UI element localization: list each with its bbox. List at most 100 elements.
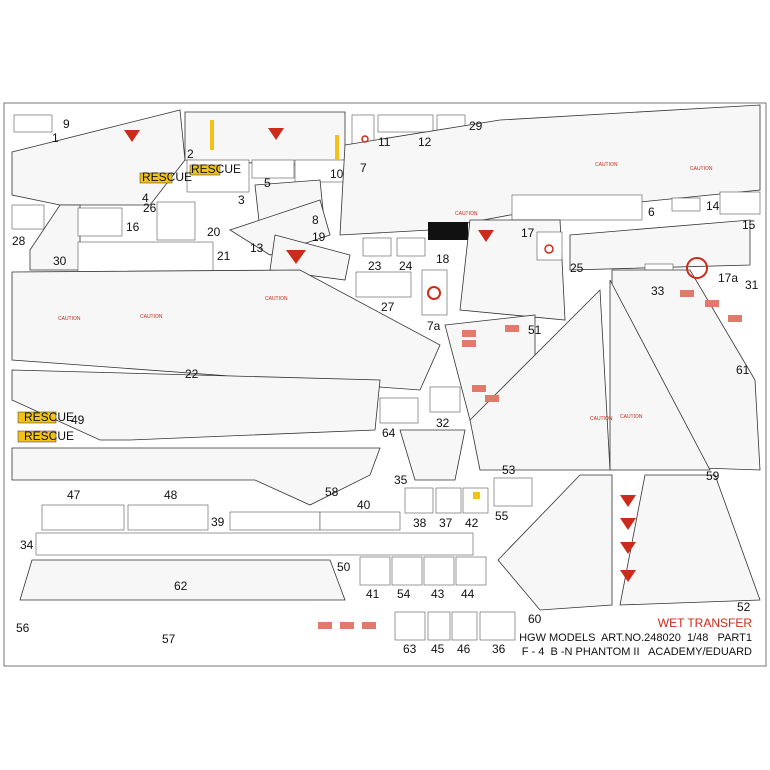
part-number-35: 35: [394, 473, 408, 487]
decal-piece-41: [359, 556, 391, 586]
caution-label: CAUTION: [595, 162, 618, 168]
part-number-7a: 7a: [427, 319, 441, 333]
part-number-31: 31: [745, 278, 759, 292]
part-number-30: 30: [53, 254, 67, 268]
part-number-42: 42: [465, 516, 479, 530]
decal-piece-40: [319, 511, 401, 531]
decal-piece-13: [229, 199, 331, 256]
part-number-46: 46: [457, 642, 471, 656]
part-number-13: 13: [250, 241, 264, 255]
rescue-badge: [17, 430, 57, 443]
part-number-48: 48: [164, 488, 178, 502]
decal-piece-58: [11, 447, 381, 506]
decal-piece-23: [362, 237, 392, 257]
decal-piece-47: [41, 504, 125, 531]
decal-piece-54: [391, 556, 423, 586]
decal-piece-30: [29, 204, 81, 271]
part-number-10: 10: [330, 167, 344, 181]
part-number-36: 36: [492, 642, 506, 656]
part-number-17: 17: [521, 226, 535, 240]
part-number-9: 9: [63, 117, 70, 131]
part-number-56: 56: [16, 621, 30, 635]
part-number-39: 39: [211, 515, 225, 529]
part-number-1: 1: [52, 131, 59, 145]
part-number-8: 8: [312, 213, 319, 227]
decal-piece-35: [399, 429, 466, 481]
decal-piece-49: [11, 369, 381, 441]
caution-label: CAUTION: [58, 316, 81, 322]
sheet-subject-line: F - 4 B -N PHANTOM II ACADEMY/EDUARD: [521, 646, 752, 658]
part-number-43: 43: [431, 587, 445, 601]
part-number-33: 33: [651, 284, 665, 298]
part-number-45: 45: [431, 642, 445, 656]
caution-label: CAUTION: [140, 314, 163, 320]
part-number-38: 38: [413, 516, 427, 530]
part-number-18: 18: [436, 252, 450, 266]
caution-label: CAUTION: [590, 416, 613, 422]
part-number-12: 12: [418, 135, 432, 149]
part-number-59: 59: [706, 469, 720, 483]
decal-piece-44: [455, 556, 487, 586]
decal-piece-6: [511, 194, 643, 221]
decal-piece-3: [186, 159, 250, 193]
decal-piece-14: [671, 197, 701, 212]
part-number-14: 14: [706, 199, 720, 213]
part-number-37: 37: [439, 516, 453, 530]
decal-piece-60: [497, 474, 613, 611]
part-number-54: 54: [397, 587, 411, 601]
part-number-3: 3: [238, 193, 245, 207]
decal-piece-22: [11, 269, 441, 391]
caution-label: CAUTION: [620, 414, 643, 420]
part-number-24: 24: [399, 259, 413, 273]
decal-piece-55: [493, 477, 533, 507]
decal-piece-27: [355, 271, 412, 298]
part-number-47: 47: [67, 488, 81, 502]
decal-piece-48: [127, 504, 209, 531]
decal-piece-9: [13, 114, 53, 133]
part-number-2: 2: [187, 147, 194, 161]
part-number-28: 28: [12, 234, 26, 248]
decal-piece-7a: [421, 269, 448, 316]
decal-piece-39: [229, 511, 321, 531]
part-number-16: 16: [126, 220, 140, 234]
red-ring-icon: [427, 286, 441, 300]
decal-piece-42: [462, 487, 489, 514]
decal-piece-24: [396, 237, 426, 257]
decal-piece-50: [19, 559, 346, 601]
decal-piece-19: [269, 234, 351, 281]
sheet-product-line: HGW MODELS ART.NO.248020 1/48 PART1: [519, 632, 752, 644]
part-number-11: 11: [378, 135, 391, 149]
decal-piece-15: [719, 191, 761, 215]
decal-piece-18: [428, 222, 468, 240]
decal-piece-12: [377, 114, 434, 133]
rescue-badge-label: RESCUE: [191, 162, 241, 176]
part-number-60: 60: [528, 612, 542, 626]
part-number-29: 29: [469, 119, 483, 133]
rescue-badge: [189, 164, 221, 176]
part-number-58: 58: [325, 485, 339, 499]
danger-triangle-icon: [478, 230, 494, 242]
part-number-labels: 1 2 3 4 5 6 7 7a 8 9 10 11 12 13 14 15 1…: [12, 117, 759, 656]
rescue-badge-group: RESCUE RESCUE RESCUE RESCUE: [17, 162, 241, 443]
part-number-20: 20: [207, 225, 221, 239]
part-number-34: 34: [20, 538, 34, 552]
danger-triangle-icon: [268, 128, 284, 140]
part-number-51: 51: [528, 323, 542, 337]
part-number-6: 6: [648, 205, 655, 219]
part-number-61: 61: [736, 363, 750, 377]
decal-piece-28: [11, 204, 45, 230]
decal-piece-52: [619, 474, 761, 606]
decal-piece-63: [394, 611, 426, 641]
part-number-27: 27: [381, 300, 395, 314]
decal-piece-36: [479, 611, 516, 641]
danger-triangle-icon: [286, 250, 306, 264]
red-ring-icon: [361, 135, 369, 143]
part-number-44: 44: [461, 587, 475, 601]
decal-piece-25: [536, 231, 563, 261]
part-number-17a: 17a: [718, 271, 738, 285]
part-number-19: 19: [312, 230, 326, 244]
part-number-55: 55: [495, 509, 509, 523]
sheet-title: WET TRANSFER: [657, 616, 752, 630]
part-number-5: 5: [264, 176, 271, 190]
decal-piece-34: [35, 532, 474, 556]
